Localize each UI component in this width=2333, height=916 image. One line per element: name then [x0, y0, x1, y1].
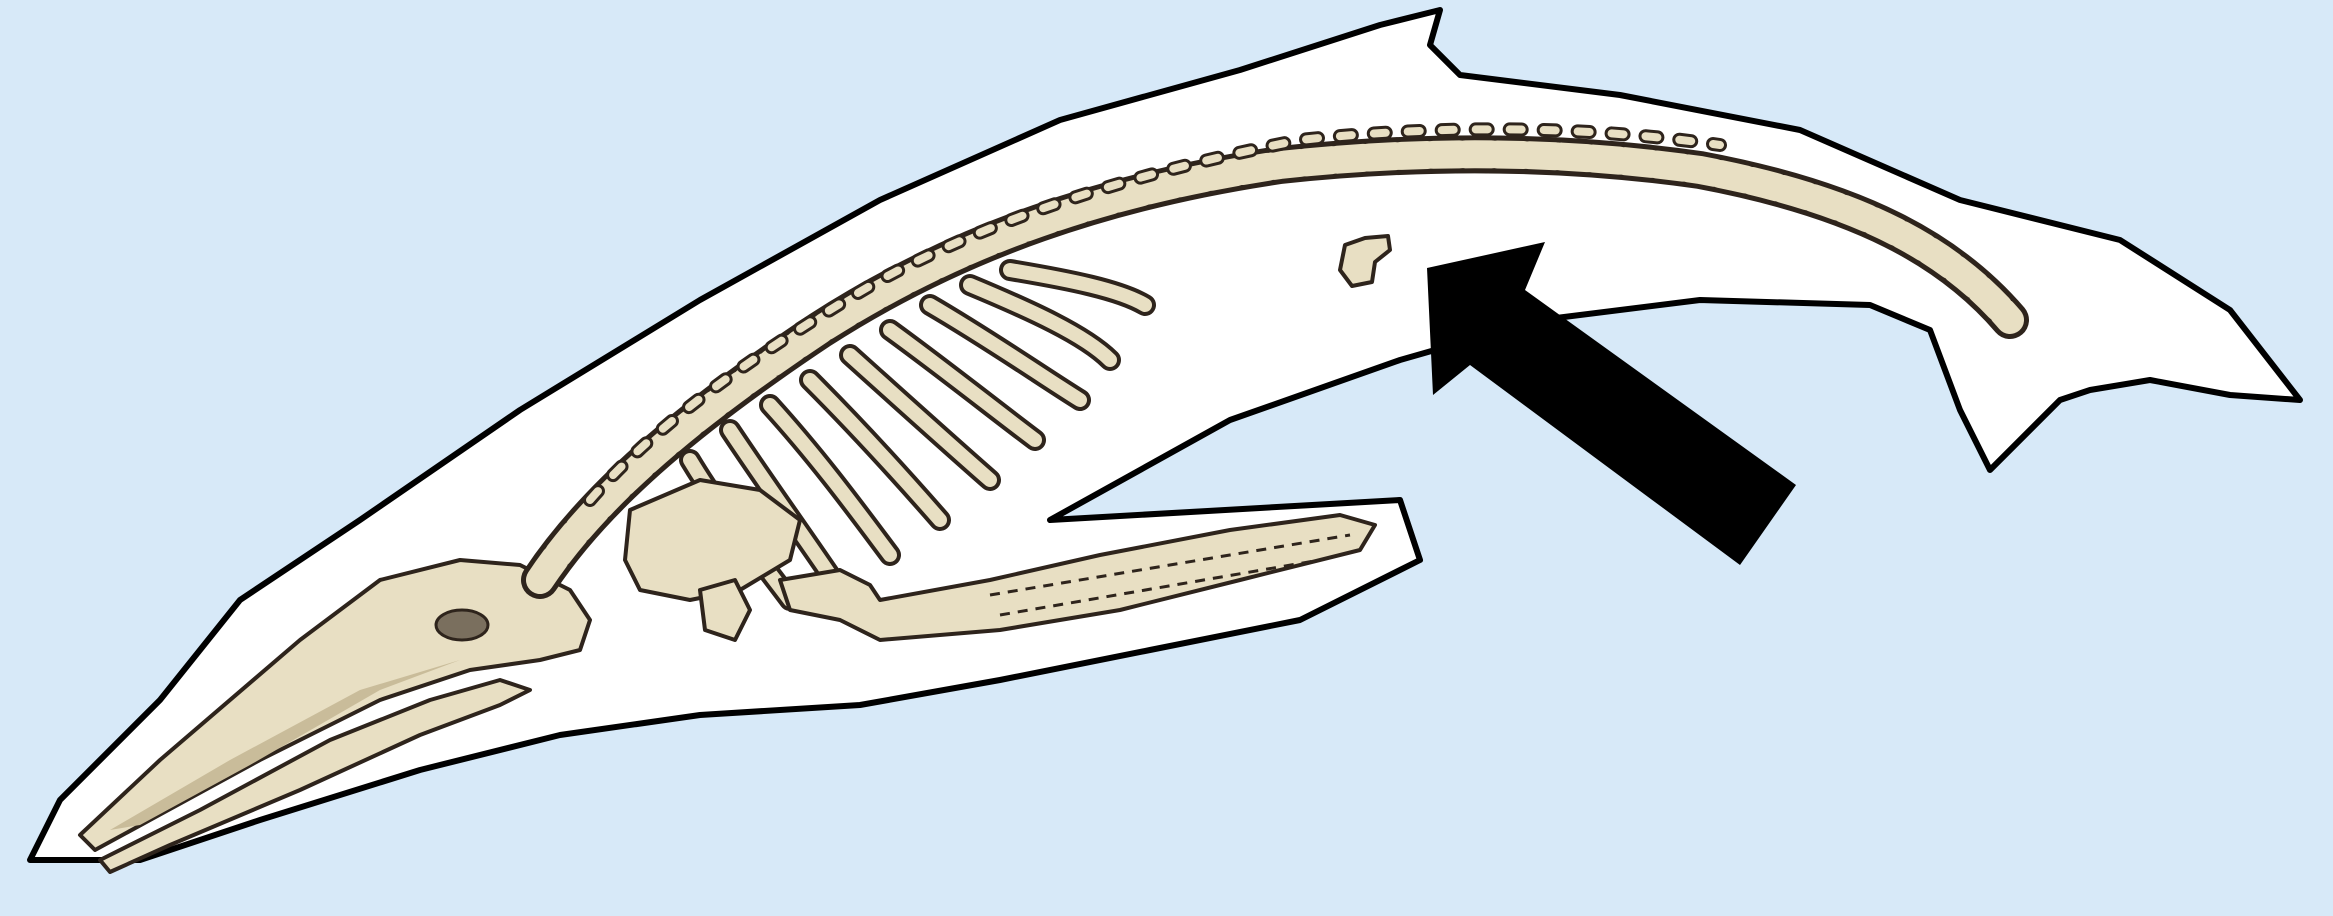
whale-skeleton-diagram [0, 0, 2333, 916]
